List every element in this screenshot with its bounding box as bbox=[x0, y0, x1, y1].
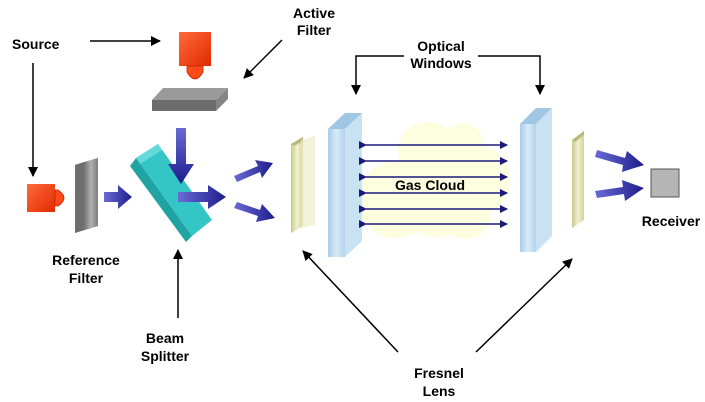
right-optical-window bbox=[520, 108, 552, 252]
active-filter-arrow bbox=[243, 39, 283, 79]
left-source-icon bbox=[27, 184, 65, 212]
active-filter-plate bbox=[152, 88, 228, 111]
receiver-label: Receiver bbox=[642, 213, 701, 229]
left-optical-window bbox=[328, 113, 362, 257]
beam-splitter-label-line2: Splitter bbox=[141, 348, 190, 364]
reference-filter-label-line2: Filter bbox=[69, 270, 104, 286]
fresnel-lens-label-line1: Fresnel bbox=[414, 365, 464, 381]
reference-filter-plate bbox=[75, 158, 98, 233]
optical-windows-label-line2: Windows bbox=[410, 55, 472, 71]
reference-filter-label-line1: Reference bbox=[52, 252, 120, 268]
gas-cloud-label: Gas Cloud bbox=[395, 177, 465, 193]
beam-splitter-block bbox=[130, 144, 212, 242]
gas-path-arrows bbox=[359, 141, 508, 228]
right-fresnel-lens bbox=[572, 131, 584, 228]
fresnel-lens-label-line2: Lens bbox=[423, 383, 456, 399]
active-filter-label-line1: Active bbox=[293, 5, 335, 21]
fresnel-left-pointer bbox=[302, 250, 399, 353]
optical-windows-label-line1: Optical bbox=[417, 38, 464, 54]
receiver-box bbox=[650, 168, 680, 198]
fresnel-right-pointer bbox=[475, 258, 573, 353]
optical-windows-bracket bbox=[351, 55, 545, 95]
beam-arrows bbox=[104, 128, 644, 222]
left-fresnel-lens bbox=[291, 136, 315, 233]
active-filter-label-line2: Filter bbox=[297, 22, 332, 38]
beam-splitter-label-line1: Beam bbox=[146, 330, 184, 346]
source-label: Source bbox=[12, 36, 60, 52]
top-source-icon bbox=[179, 32, 211, 80]
